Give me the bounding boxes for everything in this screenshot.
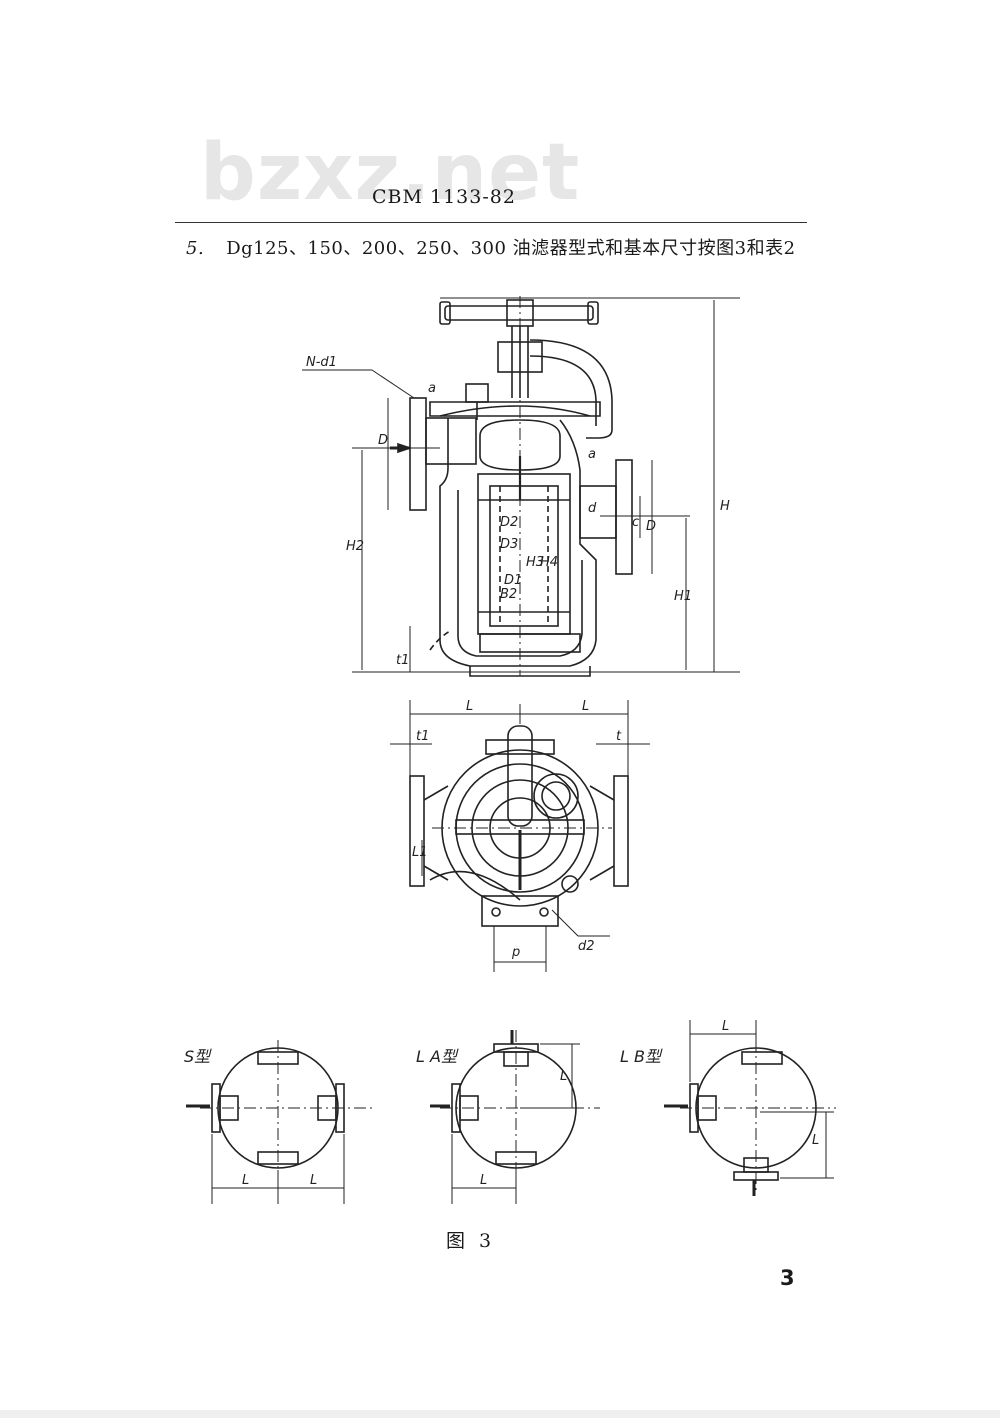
type-lb-L-horiz: L	[722, 1019, 729, 1034]
header-rule	[175, 222, 807, 223]
label-d2: d2	[578, 939, 595, 954]
type-la-L-horiz: L	[480, 1173, 487, 1188]
type-lb-diagram	[664, 1020, 836, 1196]
type-lb-label: L B型	[620, 1047, 663, 1066]
plan-view	[390, 700, 650, 972]
label-B2: B2	[500, 587, 517, 602]
label-t1: t1	[396, 653, 409, 668]
plan-view-labels: L L t1 t L1 p d2	[412, 699, 622, 960]
label-t1-plan: t1	[416, 729, 429, 744]
section-number: 5.	[186, 238, 205, 259]
section-heading: 5. Dg125、150、200、250、300 油滤器型式和基本尺寸按图3和表2	[186, 234, 796, 260]
label-p: p	[511, 945, 520, 960]
figure-caption: 图 3	[446, 1230, 496, 1252]
type-s-label: S型	[184, 1047, 212, 1066]
front-view-labels: N-d1 a D d a c D H H1 H2 H3 H4 D1 D2 D3 …	[306, 355, 730, 668]
page-number: 3	[780, 1266, 795, 1290]
type-la-L-vert: L	[560, 1069, 567, 1084]
label-a-top: a	[428, 381, 436, 396]
type-s-diagram	[186, 1040, 376, 1204]
front-section-view	[302, 296, 740, 677]
type-la-diagram	[430, 1030, 600, 1204]
watermark: bzxz.net	[200, 128, 581, 218]
label-a-right: a	[588, 447, 596, 462]
label-D2: D2	[500, 515, 518, 530]
label-D3: D3	[500, 537, 518, 552]
type-lb-L-vert: L	[812, 1133, 819, 1148]
label-D-right: D	[646, 519, 656, 534]
label-t-plan: t	[616, 729, 622, 744]
standard-number: CBM 1133-82	[372, 186, 516, 208]
label-D1: D1	[504, 573, 522, 588]
type-s-L-left: L	[242, 1173, 249, 1188]
label-n-d1: N-d1	[306, 355, 337, 370]
label-L1: L1	[412, 845, 428, 860]
label-d-right: d	[588, 501, 597, 516]
label-c: c	[632, 515, 639, 530]
label-H: H	[720, 499, 730, 514]
type-la-labels: L A型 L L	[416, 1047, 567, 1188]
label-H4: H4	[540, 555, 558, 570]
label-H2: H2	[346, 539, 364, 554]
type-lb-labels: L B型 L L	[620, 1019, 819, 1148]
type-la-label: L A型	[416, 1047, 459, 1066]
label-L-left: L	[466, 699, 473, 714]
section-text: Dg125、150、200、250、300 油滤器型式和基本尺寸按图3和表2	[226, 238, 796, 259]
label-L-right: L	[582, 699, 589, 714]
label-D-left: D	[378, 433, 388, 448]
label-H3: H3	[526, 555, 544, 570]
page-bottom-edge	[0, 1410, 1000, 1418]
type-s-L-right: L	[310, 1173, 317, 1188]
type-s-labels: S型 L L	[184, 1047, 317, 1188]
label-H1: H1	[674, 589, 692, 604]
